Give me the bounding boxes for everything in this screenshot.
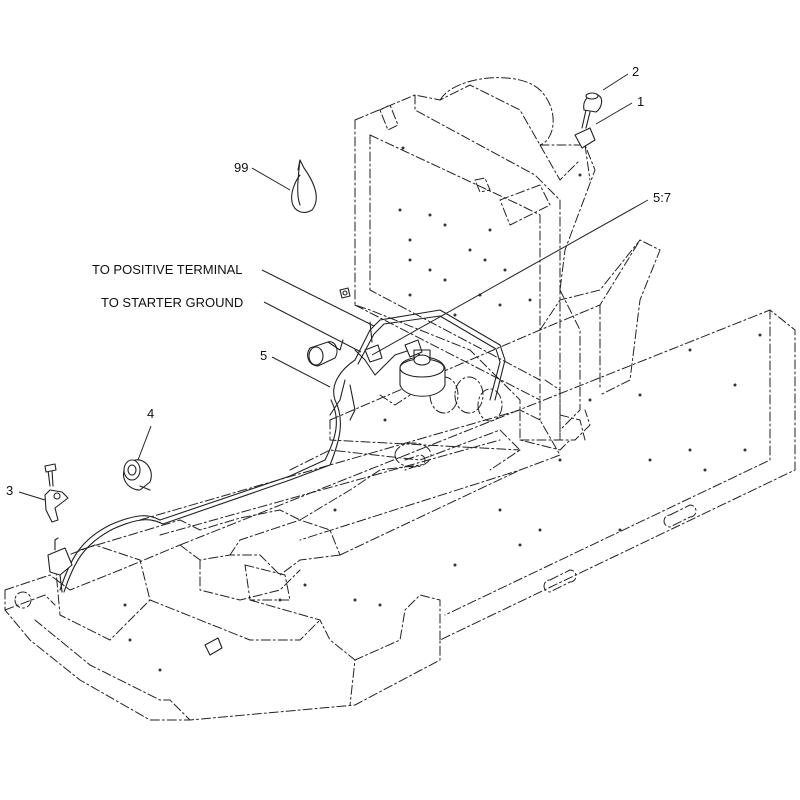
leader-lines [18,73,649,501]
switch-part-1 [574,109,596,149]
bracket-part-3 [44,463,69,523]
mounting-holes [123,146,762,672]
callout-4: 4 [147,406,154,421]
callout-to-positive-terminal: TO POSITIVE TERMINAL [92,262,243,277]
chassis-frame [4,239,796,721]
callout-99: 99 [234,160,248,175]
buzzer-part-4 [122,459,152,491]
callout-5: 5 [260,348,267,363]
terminal-nut [339,287,351,299]
callout-3: 3 [6,483,13,498]
wire-harness [59,309,506,593]
relay-connector [364,339,423,363]
callout-labels: 99 2 1 5:7 TO POSITIVE TERMINAL TO START… [6,64,671,498]
seat-support-panel [354,77,596,451]
callout-2: 2 [632,64,639,79]
knob-part-2 [583,92,603,113]
front-switch [47,537,73,593]
rail-clip [204,637,223,656]
callout-5-7: 5:7 [653,190,671,205]
hairpin-clip-part-99 [291,159,317,213]
callout-1: 1 [637,94,644,109]
callout-to-starter-ground: TO STARTER GROUND [101,295,243,310]
solenoid-part-5 [307,339,344,367]
engine-mount-boss [399,349,446,397]
